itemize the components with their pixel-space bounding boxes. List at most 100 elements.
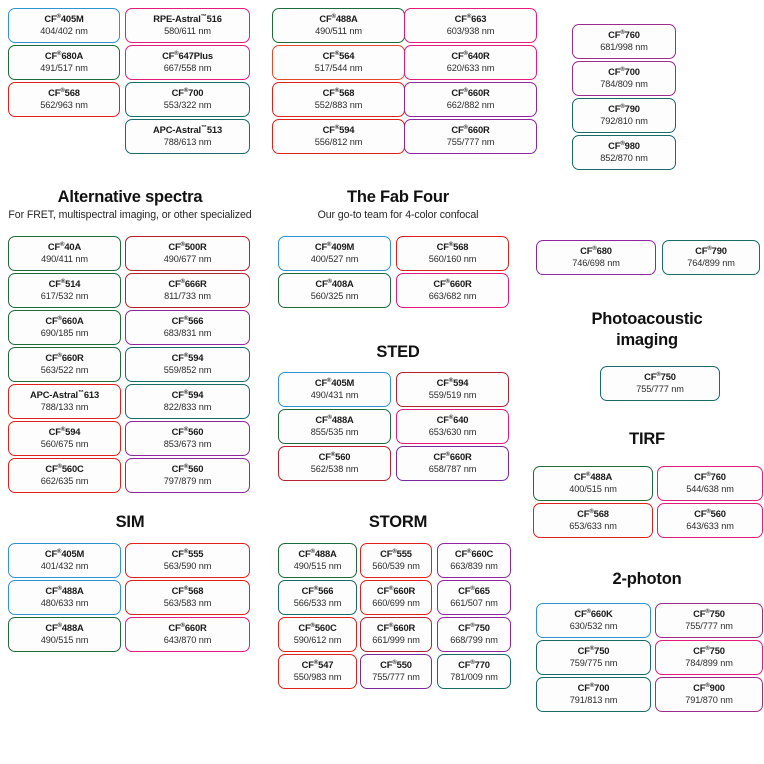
dye-chip[interactable]: CF®560643/633 nm <box>657 503 763 538</box>
dye-chip[interactable]: CF®40A490/411 nm <box>8 236 121 271</box>
sted-column-1: CF®405M490/431 nmCF®488A855/535 nmCF®560… <box>278 372 391 483</box>
dye-name: CF®560 <box>172 427 204 438</box>
dye-chip[interactable]: CF®568560/160 nm <box>396 236 509 271</box>
dye-chip[interactable]: CF®750755/777 nm <box>655 603 763 638</box>
sted-title: STED <box>268 343 528 362</box>
dye-name: CF®660R <box>433 279 471 290</box>
dye-chip[interactable]: CF®700784/809 nm <box>572 61 676 96</box>
dye-chip[interactable]: CF®980852/870 nm <box>572 135 676 170</box>
dye-spectra: 791/813 nm <box>570 695 618 705</box>
dye-chip[interactable]: CF®790764/899 nm <box>662 240 760 275</box>
dye-chip[interactable]: CF®405M404/402 nm <box>8 8 120 43</box>
dye-chip[interactable]: CF®750668/799 nm <box>437 617 511 652</box>
top-column-5: CF®760681/998 nmCF®700784/809 nmCF®79079… <box>572 24 676 172</box>
dye-name: CF®405M <box>45 549 84 560</box>
dye-chip[interactable]: CF®750759/775 nm <box>536 640 651 675</box>
dye-chip[interactable]: CF®750755/777 nm <box>600 366 720 401</box>
dye-chip[interactable]: APC-Astral™513788/613 nm <box>125 119 250 154</box>
dye-chip[interactable]: CF®660K630/532 nm <box>536 603 651 638</box>
dye-spectra: 755/777 nm <box>372 672 420 682</box>
dye-chip[interactable]: CF®560797/879 nm <box>125 458 250 493</box>
dye-chip[interactable]: CF®564517/544 nm <box>272 45 405 80</box>
dye-chip[interactable]: CF®640R620/633 nm <box>404 45 537 80</box>
dye-chip[interactable]: CF®566566/533 nm <box>278 580 357 615</box>
dye-chip[interactable]: CF®405M401/432 nm <box>8 543 121 578</box>
dye-chip[interactable]: CF®594559/519 nm <box>396 372 509 407</box>
dye-chip[interactable]: CF®660R755/777 nm <box>404 119 537 154</box>
dye-spectra: 797/879 nm <box>164 476 212 486</box>
dye-chip[interactable]: CF®568552/883 nm <box>272 82 405 117</box>
dye-chip[interactable]: CF®647Plus667/558 nm <box>125 45 250 80</box>
dye-chip[interactable]: CF®680746/698 nm <box>536 240 656 275</box>
dye-chip[interactable]: CF®594556/812 nm <box>272 119 405 154</box>
dye-name: CF®488A <box>298 549 336 560</box>
dye-spectra: 490/511 nm <box>315 26 362 36</box>
dye-chip[interactable]: CF®770781/009 nm <box>437 654 511 689</box>
dye-spectra: 590/612 nm <box>294 635 342 645</box>
dye-chip[interactable]: CF®660R662/882 nm <box>404 82 537 117</box>
dye-chip[interactable]: CF®660R563/522 nm <box>8 347 121 382</box>
dye-chip[interactable]: CF®594559/852 nm <box>125 347 250 382</box>
dye-chip[interactable]: CF®488A490/515 nm <box>8 617 121 652</box>
dye-chip[interactable]: CF®760681/998 nm <box>572 24 676 59</box>
dye-chip[interactable]: CF®547550/983 nm <box>278 654 357 689</box>
dye-chip[interactable]: CF®514617/532 nm <box>8 273 121 308</box>
dye-chip[interactable]: CF®660R661/999 nm <box>360 617 432 652</box>
dye-chip[interactable]: CF®594822/833 nm <box>125 384 250 419</box>
dye-chip[interactable]: CF®408A560/325 nm <box>278 273 391 308</box>
dye-chip[interactable]: CF®700791/813 nm <box>536 677 651 712</box>
dye-chip[interactable]: CF®488A480/633 nm <box>8 580 121 615</box>
photoacoustic-section: Photoacoustic imaging <box>530 310 764 350</box>
dye-name: CF®660K <box>574 609 612 620</box>
dye-chip[interactable]: CF®680A491/517 nm <box>8 45 120 80</box>
dye-chip[interactable]: CF®700553/322 nm <box>125 82 250 117</box>
dye-chip[interactable]: CF®660C663/839 nm <box>437 543 511 578</box>
dye-chip[interactable]: CF®560562/538 nm <box>278 446 391 481</box>
dye-chip[interactable]: CF®488A400/515 nm <box>533 466 653 501</box>
dye-chip[interactable]: CF®568562/963 nm <box>8 82 120 117</box>
dye-chip[interactable]: CF®665661/507 nm <box>437 580 511 615</box>
dye-spectra: 667/558 nm <box>164 63 212 73</box>
dye-chip[interactable]: CF®566683/831 nm <box>125 310 250 345</box>
dye-name: CF®900 <box>693 683 725 694</box>
dye-chip[interactable]: CF®666R811/733 nm <box>125 273 250 308</box>
dye-spectra: 552/883 nm <box>315 100 363 110</box>
dye-chip[interactable]: CF®660R643/870 nm <box>125 617 250 652</box>
fab-four-section: The Fab Four Our go-to team for 4-color … <box>268 188 528 221</box>
dye-spectra: 490/431 nm <box>311 390 359 400</box>
dye-chip[interactable]: CF®760544/638 nm <box>657 466 763 501</box>
dye-chip[interactable]: CF®555560/539 nm <box>360 543 432 578</box>
fab-four-column-2: CF®568560/160 nmCF®660R663/682 nm <box>396 236 509 310</box>
dye-chip[interactable]: CF®568563/583 nm <box>125 580 250 615</box>
dye-name: CF®568 <box>323 88 355 99</box>
dye-chip[interactable]: CF®660R658/787 nm <box>396 446 509 481</box>
dye-chip[interactable]: CF®750784/899 nm <box>655 640 763 675</box>
dye-chip[interactable]: CF®560C662/635 nm <box>8 458 121 493</box>
dye-chip[interactable]: CF®560853/673 nm <box>125 421 250 456</box>
sim-column-1: CF®405M401/432 nmCF®488A480/633 nmCF®488… <box>8 543 121 654</box>
dye-chip[interactable]: CF®790792/810 nm <box>572 98 676 133</box>
dye-chip[interactable]: CF®900791/870 nm <box>655 677 763 712</box>
dye-chip[interactable]: RPE-Astral™516580/611 nm <box>125 8 250 43</box>
dye-chip[interactable]: CF®488A855/535 nm <box>278 409 391 444</box>
dye-chip[interactable]: CF®405M490/431 nm <box>278 372 391 407</box>
dye-chip[interactable]: CF®488A490/511 nm <box>272 8 405 43</box>
dye-chip[interactable]: CF®594560/675 nm <box>8 421 121 456</box>
dye-chip[interactable]: CF®555563/590 nm <box>125 543 250 578</box>
dye-spectra: 788/133 nm <box>41 402 89 412</box>
dye-chip[interactable]: CF®488A490/515 nm <box>278 543 357 578</box>
dye-chip[interactable]: CF®550755/777 nm <box>360 654 432 689</box>
dye-chip[interactable]: APC-Astral™613788/133 nm <box>8 384 121 419</box>
dye-spectra: 603/938 nm <box>447 26 495 36</box>
dye-chip[interactable]: CF®568653/633 nm <box>533 503 653 538</box>
dye-chip[interactable]: CF®663603/938 nm <box>404 8 537 43</box>
dye-chip[interactable]: CF®660R663/682 nm <box>396 273 509 308</box>
dye-chip[interactable]: CF®409M400/527 nm <box>278 236 391 271</box>
dye-chip[interactable]: CF®660A690/185 nm <box>8 310 121 345</box>
dye-name: CF®405M <box>315 378 354 389</box>
dye-spectra: 759/775 nm <box>570 658 618 668</box>
dye-chip[interactable]: CF®560C590/612 nm <box>278 617 357 652</box>
dye-chip[interactable]: CF®500R490/677 nm <box>125 236 250 271</box>
dye-chip[interactable]: CF®660R660/699 nm <box>360 580 432 615</box>
dye-chip[interactable]: CF®640653/630 nm <box>396 409 509 444</box>
